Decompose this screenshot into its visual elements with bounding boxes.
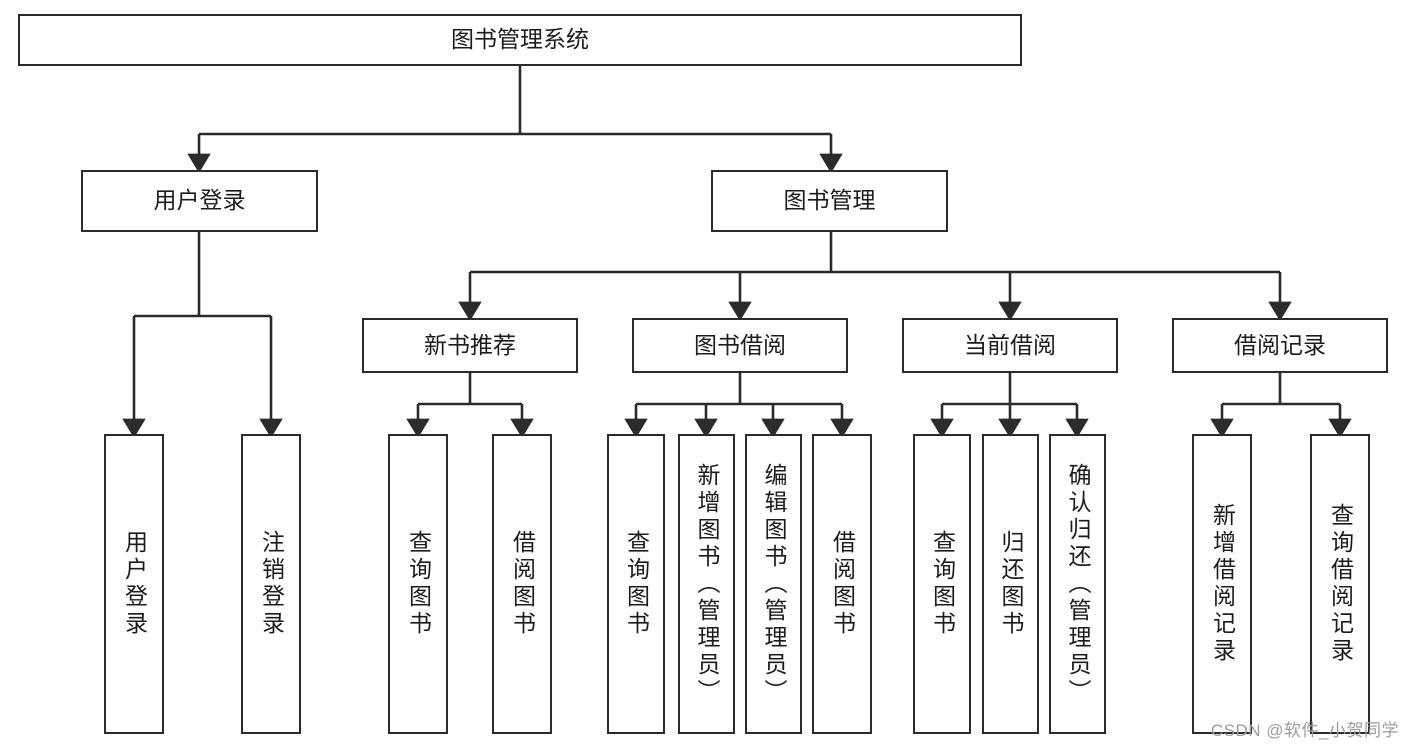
node-label: 查询图书 — [929, 530, 956, 638]
leaf-current-query-book[interactable]: 查询图书 — [913, 434, 971, 734]
node-label: 借阅记录 — [1234, 331, 1326, 358]
node-root-system[interactable]: 图书管理系统 — [18, 14, 1022, 66]
leaf-new-book-borrow[interactable]: 借阅图书 — [492, 434, 552, 734]
node-label: 图书管理系统 — [451, 26, 589, 53]
node-label: 注销登录 — [258, 530, 285, 638]
node-label: 查询图书 — [623, 530, 650, 638]
node-label: 编辑图书（管理员） — [761, 462, 787, 706]
node-label: 新增借阅记录 — [1209, 503, 1236, 665]
node-user-login[interactable]: 用户登录 — [81, 170, 318, 232]
node-label: 查询借阅记录 — [1327, 503, 1354, 665]
leaf-record-add-record[interactable]: 新增借阅记录 — [1192, 434, 1252, 734]
node-book-management[interactable]: 图书管理 — [711, 170, 948, 232]
leaf-current-return-book[interactable]: 归还图书 — [982, 434, 1039, 734]
node-label: 查询图书 — [405, 530, 432, 638]
node-label: 借阅图书 — [509, 530, 536, 638]
node-label: 当前借阅 — [964, 331, 1056, 358]
node-label: 借阅图书 — [829, 530, 856, 638]
node-book-borrow[interactable]: 图书借阅 — [632, 318, 848, 373]
node-label: 用户登录 — [153, 187, 246, 214]
node-current-borrow[interactable]: 当前借阅 — [902, 318, 1118, 373]
node-borrow-record[interactable]: 借阅记录 — [1172, 318, 1388, 373]
node-new-book-recommend[interactable]: 新书推荐 — [362, 318, 578, 373]
leaf-borrow-edit-book-admin[interactable]: 编辑图书（管理员） — [745, 434, 802, 734]
node-label: 图书管理 — [783, 187, 876, 214]
leaf-user-login-signout[interactable]: 注销登录 — [241, 434, 301, 734]
node-label: 用户登录 — [121, 530, 148, 638]
leaf-record-query-record[interactable]: 查询借阅记录 — [1310, 434, 1370, 734]
node-label: 图书借阅 — [694, 331, 786, 358]
node-label: 新增图书（管理员） — [694, 462, 720, 706]
leaf-borrow-query-book[interactable]: 查询图书 — [607, 434, 665, 734]
leaf-new-book-query[interactable]: 查询图书 — [388, 434, 448, 734]
node-label: 新书推荐 — [424, 331, 516, 358]
leaf-user-login-signin[interactable]: 用户登录 — [104, 434, 164, 734]
leaf-borrow-borrow-book[interactable]: 借阅图书 — [812, 434, 872, 734]
node-label: 确认归还（管理员） — [1065, 462, 1091, 706]
node-label: 归还图书 — [998, 530, 1024, 638]
leaf-borrow-add-book-admin[interactable]: 新增图书（管理员） — [678, 434, 735, 734]
leaf-current-confirm-return-admin[interactable]: 确认归还（管理员） — [1049, 434, 1106, 734]
